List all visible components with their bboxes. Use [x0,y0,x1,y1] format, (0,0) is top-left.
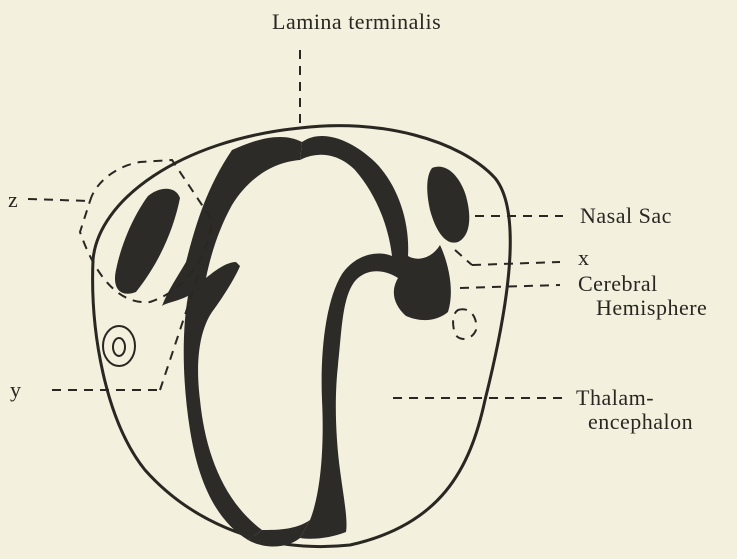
leader-lines [28,50,567,398]
label-hemisphere: Hemisphere [596,296,707,320]
label-nasal-sac: Nasal Sac [580,204,672,228]
label-lamina-terminalis: Lamina terminalis [272,10,441,34]
label-y: y [10,378,22,402]
left-neural-wall [162,137,302,540]
left-oval-outer [103,326,135,366]
label-x: x [578,246,590,270]
left-nasal-sac [115,189,180,294]
right-nasal-sac [427,167,469,243]
label-thalam: Thalam- [576,386,654,410]
label-cerebral: Cerebral [578,272,658,296]
left-oval-inner [113,338,125,356]
label-encephalon: encephalon [588,410,693,434]
label-z: z [8,188,18,212]
